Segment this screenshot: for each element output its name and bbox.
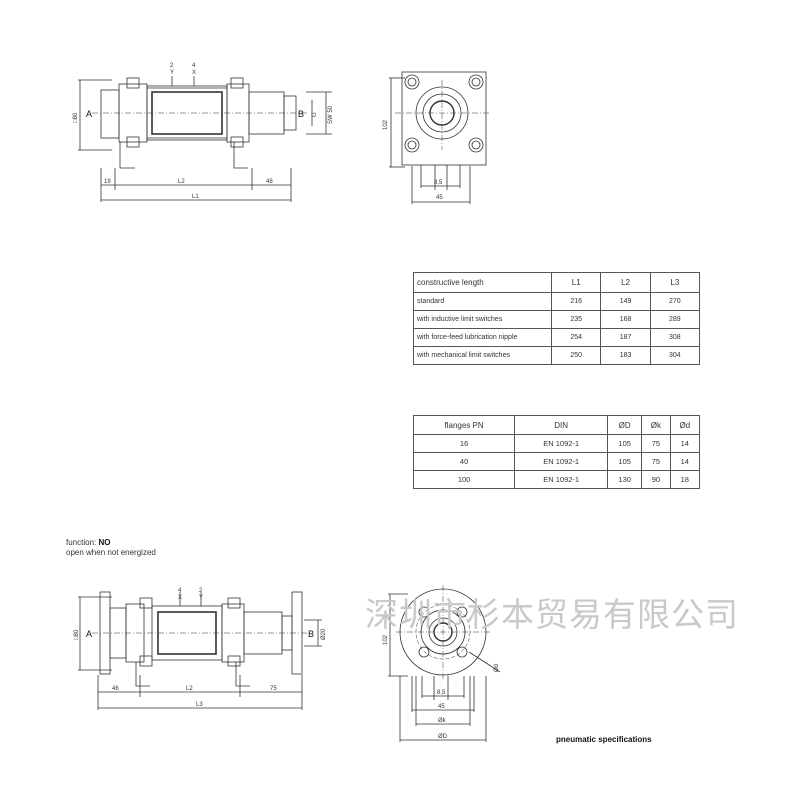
table-cell: EN 1092-1 [514, 470, 609, 489]
bottom-end-d-small: Ød [494, 664, 500, 672]
bottom-marker-2-letter: Y [199, 595, 203, 601]
bottom-marker-2-num: 2 [199, 588, 203, 594]
top-port-b: B [298, 109, 304, 119]
bottom-port-a: A [86, 629, 92, 639]
table-cell: 105 [607, 434, 643, 453]
table-cell: EN 1092-1 [514, 434, 609, 453]
table-header: L2 [600, 272, 651, 293]
table-cell: 183 [600, 346, 651, 365]
top-l2-dim: L2 [178, 179, 185, 185]
watermark-text: 深圳市杉本贸易有限公司 [365, 595, 739, 634]
table-row: 100 EN 1092-1 130 90 18 [412, 470, 701, 489]
bottom-right-dim: 75 [270, 686, 277, 692]
constructive-length-table: constructive length L1 L2 L3 standard 21… [412, 272, 701, 365]
function-description: open when not energized [66, 548, 156, 557]
top-side-view [78, 76, 332, 202]
bottom-end-k: Øk [438, 718, 447, 724]
bottom-l2-dim: L2 [186, 686, 193, 692]
flanges-table: flanges PN DIN ØD Øk Ød 16 EN 1092-1 105… [412, 415, 701, 489]
table-row: with force-feed lubrication nipple 254 1… [412, 328, 701, 347]
table-row: with mechanical limit switches 250 183 3… [412, 346, 701, 365]
table-cell: standard [412, 292, 553, 311]
table-cell: 18 [669, 470, 701, 489]
table-cell: 105 [607, 452, 643, 471]
bottom-end-width: 45 [438, 704, 445, 710]
table-cell: 149 [600, 292, 651, 311]
table-row: standard 216 149 270 [412, 292, 701, 311]
table-row: 16 EN 1092-1 105 75 14 [412, 434, 701, 453]
table-header: Øk [641, 415, 671, 435]
table-header: L3 [649, 272, 701, 293]
top-port-a: A [86, 109, 92, 119]
function-label: function: [66, 538, 97, 547]
table-header-row: flanges PN DIN ØD Øk Ød [412, 415, 701, 435]
table-cell: 130 [607, 470, 643, 489]
pneumatic-title: pneumatic specifications [556, 735, 652, 744]
table-cell: 304 [649, 346, 701, 365]
table-cell: 235 [551, 310, 602, 329]
table-cell: 75 [641, 452, 671, 471]
table-header: flanges PN [412, 415, 516, 435]
table-cell: 14 [669, 452, 701, 471]
table-cell: 14 [669, 434, 701, 453]
function-note: function: NO open when not energized [66, 538, 156, 558]
table-header: ØD [607, 415, 643, 435]
bottom-end-height: 102 [383, 634, 389, 645]
table-cell: 16 [412, 434, 516, 453]
top-end-height: 102 [383, 119, 389, 130]
top-right-dim: 48 [266, 179, 273, 185]
bottom-marker-1-num: 4 [178, 588, 182, 594]
table-cell: 270 [649, 292, 701, 311]
top-left-dim: 19 [104, 179, 111, 185]
function-value: NO [98, 538, 111, 547]
bottom-end-d-outer: ØD [438, 734, 448, 740]
table-cell: with inductive limit switches [412, 310, 553, 329]
bottom-port-b: B [308, 629, 314, 639]
bottom-end-hole: 8,5 [437, 690, 446, 696]
table-header: constructive length [412, 272, 553, 293]
top-marker-2-num: 4 [192, 63, 196, 69]
top-marker-1-letter: Y [170, 70, 174, 76]
top-marker-1-num: 2 [170, 63, 174, 69]
table-cell: 250 [551, 346, 602, 365]
table-row: with inductive limit switches 235 168 28… [412, 310, 701, 329]
bottom-square-dim: □80 [74, 629, 80, 640]
table-header: Ød [669, 415, 701, 435]
table-cell: 100 [412, 470, 516, 489]
bottom-bore-dim: Ø20 [321, 628, 327, 640]
bottom-l3-dim: L3 [196, 702, 203, 708]
bottom-marker-1-letter: X [178, 595, 182, 601]
bottom-side-view [78, 591, 322, 710]
table-cell: 40 [412, 452, 516, 471]
top-l1-dim: L1 [192, 194, 199, 200]
top-end-view [389, 71, 490, 204]
table-header: L1 [551, 272, 602, 293]
table-cell: 90 [641, 470, 671, 489]
table-cell: 168 [600, 310, 651, 329]
table-cell: 216 [551, 292, 602, 311]
table-cell: 308 [649, 328, 701, 347]
top-square-dim: □80 [73, 112, 79, 123]
table-header: DIN [514, 415, 609, 435]
table-cell: with mechanical limit switches [412, 346, 553, 365]
top-end-hole: 8,5 [434, 180, 443, 186]
top-sw-dim: SW 50 [328, 105, 334, 124]
bottom-left-dim: 46 [112, 686, 119, 692]
top-marker-2-letter: X [192, 70, 196, 76]
table-cell: 187 [600, 328, 651, 347]
table-cell: with force-feed lubrication nipple [412, 328, 553, 347]
table-row: 40 EN 1092-1 105 75 14 [412, 452, 701, 471]
top-end-width: 45 [436, 195, 443, 201]
table-cell: EN 1092-1 [514, 452, 609, 471]
table-header-row: constructive length L1 L2 L3 [412, 272, 701, 293]
table-cell: 289 [649, 310, 701, 329]
table-cell: 75 [641, 434, 671, 453]
top-thread-dim: G [312, 112, 318, 117]
bottom-end-view [388, 585, 501, 742]
table-cell: 254 [551, 328, 602, 347]
